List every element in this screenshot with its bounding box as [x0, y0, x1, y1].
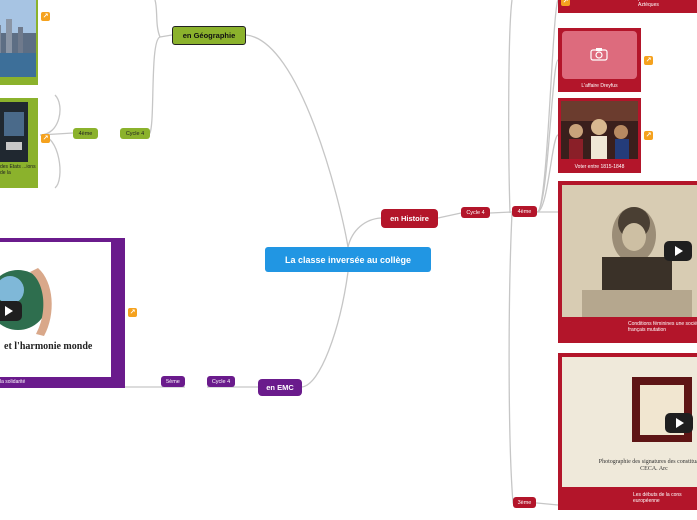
- link-icon[interactable]: ↗: [644, 56, 653, 65]
- city-image: [0, 0, 36, 77]
- play-icon[interactable]: [664, 241, 692, 261]
- branch-histoire[interactable]: en Histoire: [381, 209, 438, 228]
- card-conditions-feminines[interactable]: Conditions féminines une société françai…: [558, 181, 697, 343]
- tag-3eme-histoire[interactable]: 3ème: [513, 497, 536, 508]
- tag-cycle4-emc[interactable]: Cycle 4: [207, 376, 235, 387]
- tag-4eme-geo[interactable]: 4ème: [73, 128, 98, 139]
- link-icon[interactable]: ↗: [561, 0, 570, 6]
- link-icon[interactable]: ↗: [41, 12, 50, 21]
- card-geo-city[interactable]: [0, 0, 38, 85]
- card-voter[interactable]: Voter entre 1815-1848: [558, 98, 641, 173]
- map-image: [0, 102, 28, 162]
- play-icon[interactable]: [665, 413, 693, 433]
- link-icon[interactable]: ↗: [41, 134, 50, 143]
- link-icon[interactable]: ↗: [644, 131, 653, 140]
- card-ceca[interactable]: Photographie des signatures des constitu…: [558, 353, 697, 510]
- tag-5eme-emc[interactable]: 5ème: [161, 376, 185, 387]
- play-icon[interactable]: [0, 301, 22, 321]
- card-azteques[interactable]: précolombiennes : l... des Aztèques: [558, 0, 697, 13]
- branch-geographie[interactable]: en Géographie: [172, 26, 246, 45]
- tag-cycle4-histoire[interactable]: Cycle 4: [461, 207, 490, 218]
- tag-cycle4-geo[interactable]: Cycle 4: [120, 128, 150, 139]
- central-topic[interactable]: La classe inversée au collège: [265, 247, 431, 272]
- card-emc-video[interactable]: et l'harmonie monde la solidarité: [0, 238, 125, 388]
- card-geo-usa[interactable]: des Etats ...ions de la: [0, 98, 38, 188]
- card-dreyfus[interactable]: L'affaire Dreyfus: [558, 28, 641, 92]
- branch-emc[interactable]: en EMC: [258, 379, 302, 396]
- tag-4eme-histoire[interactable]: 4ème: [512, 206, 537, 217]
- camera-icon: [590, 47, 608, 61]
- painting-image: [561, 101, 638, 159]
- link-icon[interactable]: ↗: [128, 308, 137, 317]
